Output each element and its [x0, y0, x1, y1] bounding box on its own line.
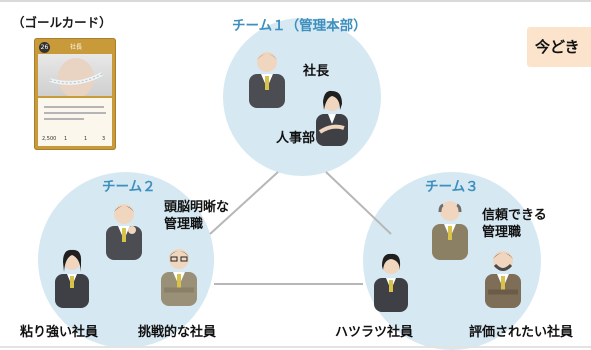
top-divider — [0, 0, 591, 2]
person-female-cheerful-icon — [371, 250, 411, 316]
member-label-hr: 人事部 — [276, 131, 316, 146]
member-label-challenging: 挑戦的な社員 — [138, 325, 217, 340]
person-male-bald-manager-icon — [430, 196, 470, 264]
person-male-beard-icon — [482, 246, 524, 312]
goal-card-stat: 1 — [84, 136, 88, 142]
member-label-trusted-manager: 信頼できる 管理職 — [482, 207, 547, 241]
member-label-cheerful: ハツラツ社員 — [335, 325, 414, 340]
trend-badge-text: 今どき — [535, 38, 580, 56]
goal-card-stat: 3 — [102, 136, 106, 142]
goal-card-title: 社長 — [69, 44, 82, 51]
person-female-employee-icon — [52, 246, 92, 312]
goal-card: 26 社長 2,500 1 1 3 — [34, 38, 116, 150]
bottom-divider — [0, 346, 591, 348]
person-female-hr-icon — [312, 88, 352, 150]
member-label-trusted-manager-line2: 管理職 — [482, 225, 522, 240]
person-male-glasses-icon — [158, 244, 200, 310]
member-label-brilliant-manager-line1: 頭脳明晰な — [164, 200, 230, 215]
person-male-manager-icon — [104, 200, 144, 264]
goal-card-text-line — [44, 106, 104, 108]
goal-card-text-line — [44, 118, 84, 120]
member-label-brilliant-manager: 頭脳明晰な 管理職 — [164, 199, 229, 233]
member-label-brilliant-manager-line2: 管理職 — [164, 217, 204, 232]
member-label-wants-evaluation: 評価されたい社員 — [469, 325, 574, 340]
member-label-president: 社長 — [303, 64, 330, 79]
goal-card-number: 26 — [39, 42, 50, 53]
goal-card-label: （ゴールカード） — [12, 15, 112, 30]
member-label-persistent: 粘り強い社員 — [20, 325, 99, 340]
team-2-title: チーム２ — [102, 179, 156, 195]
trend-badge: 今どき — [527, 27, 591, 67]
connector-team1-team3 — [325, 171, 392, 235]
goal-card-body: 2,500 1 1 3 — [38, 98, 112, 146]
person-male-president-icon — [247, 48, 287, 112]
team-1-title: チーム１（管理本部） — [232, 18, 367, 34]
goal-card-photo — [38, 54, 112, 98]
measuring-tape-photo-icon — [49, 58, 103, 98]
goal-card-text-line — [44, 112, 106, 114]
member-label-trusted-manager-line1: 信頼できる — [482, 208, 547, 223]
goal-card-stat: 1 — [64, 136, 68, 142]
team-3-title: チーム３ — [425, 179, 479, 195]
connector-team1-team2 — [209, 171, 279, 235]
goal-card-stat: 2,500 — [42, 136, 57, 142]
